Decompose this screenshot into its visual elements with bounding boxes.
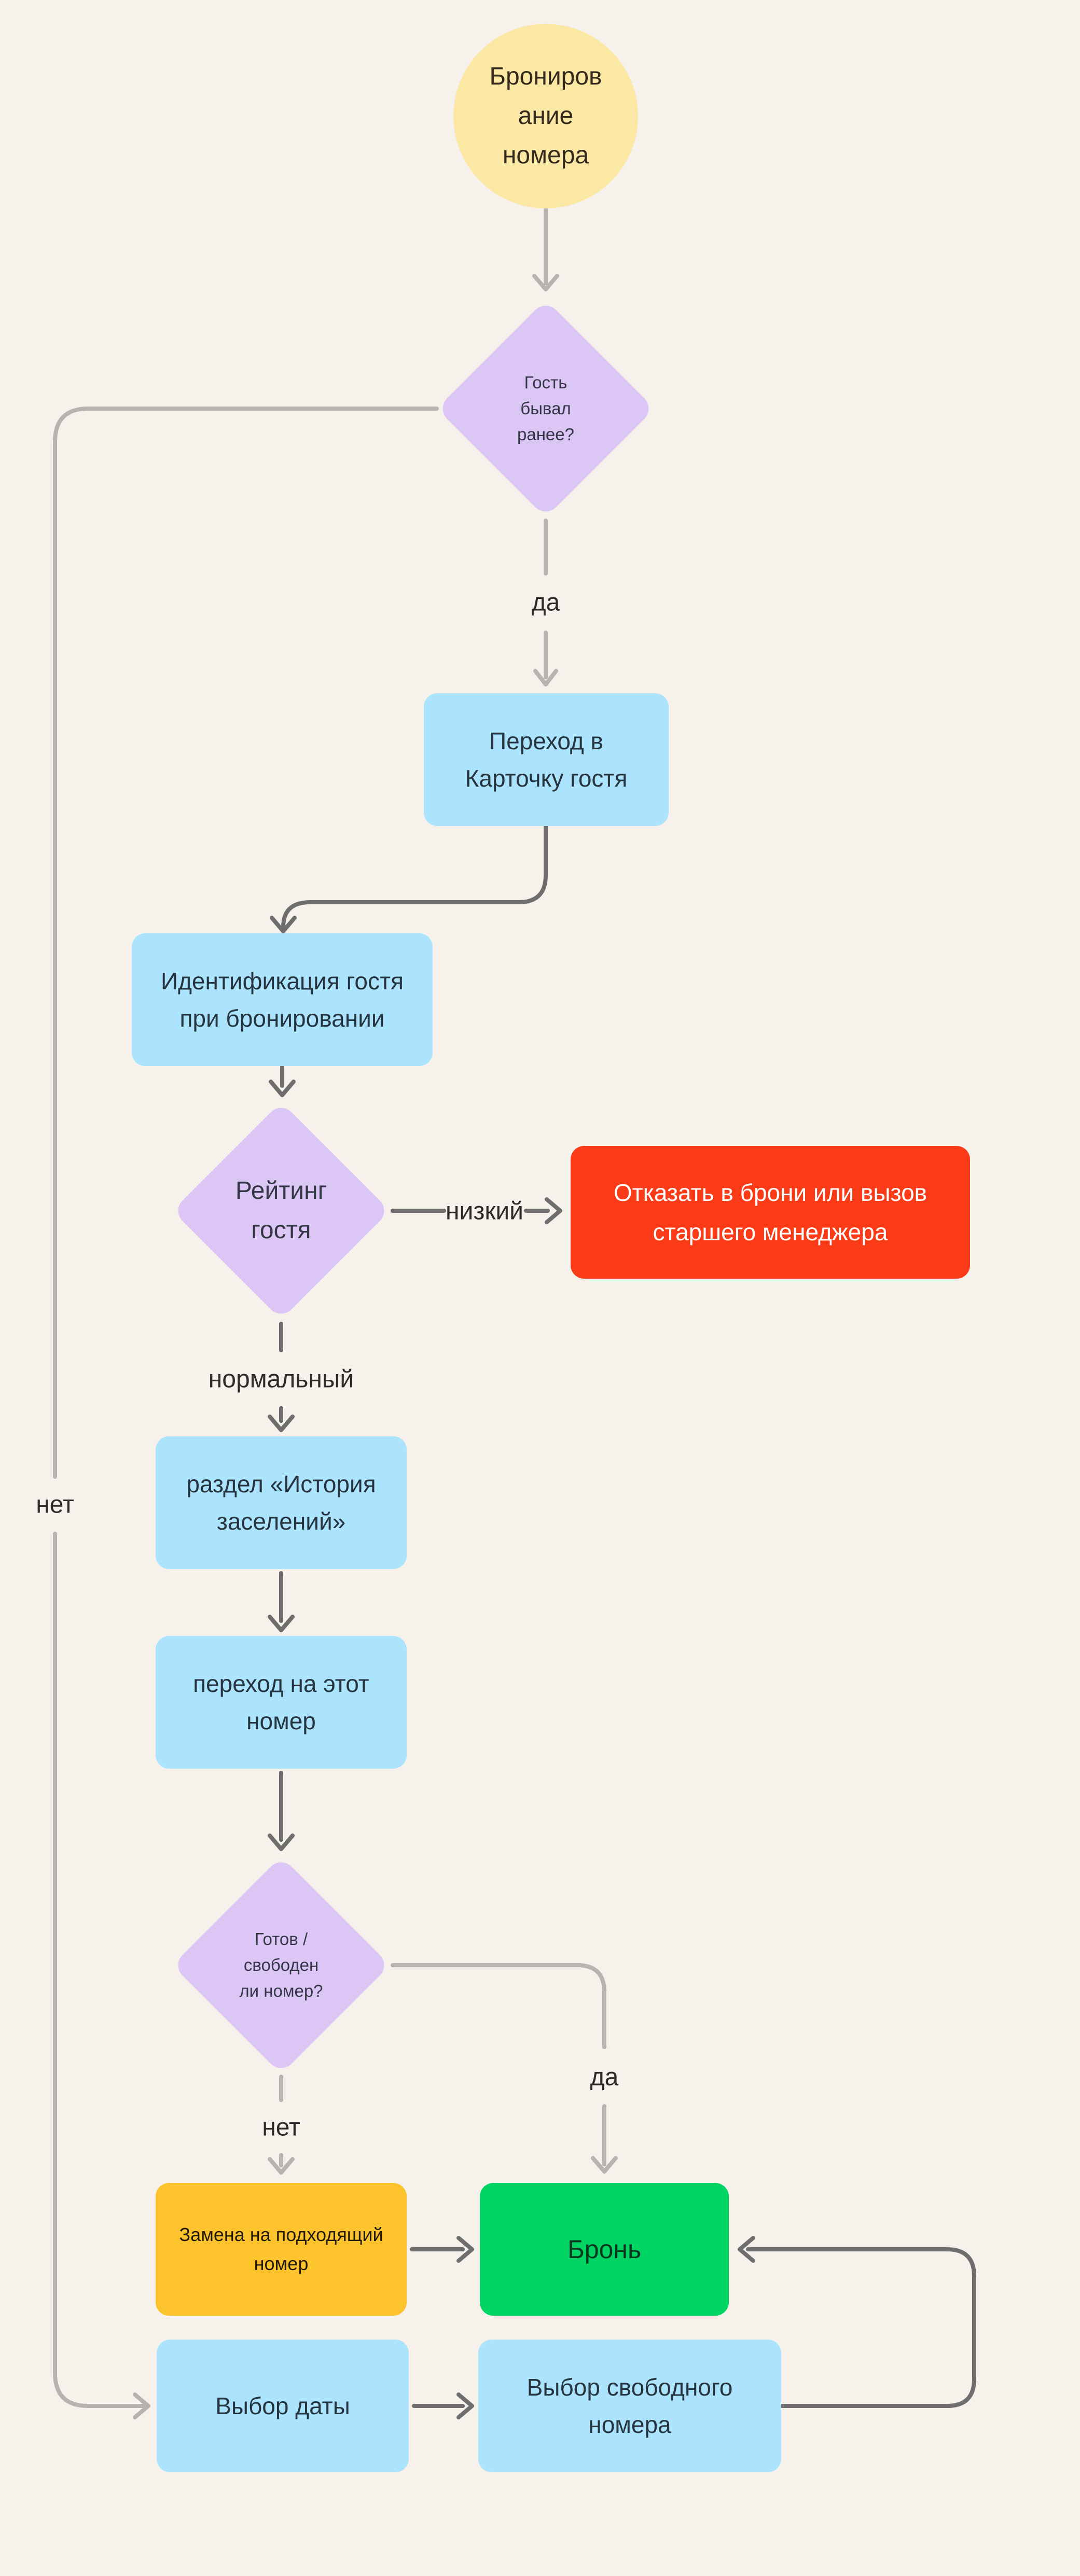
node-label: переход на этот номер [193,1670,369,1734]
node-label: Готов / свободен ли номер? [239,1929,323,2000]
arrowhead-down-icon [533,669,558,687]
process-free-room-selection[interactable]: Выбор свободного номера [478,2340,781,2472]
start-node[interactable]: Брониров ание номера [453,24,638,208]
node-label: Рейтинг гостя [235,1177,327,1244]
arrowhead-down-icon [268,1833,295,1851]
edge-no-branch-lower [53,1532,148,2408]
arrowhead-down-icon [270,916,297,933]
process-guest-identification[interactable]: Идентификация гостя при бронировании [132,933,433,1066]
process-replace-room[interactable]: Замена на подходящий номер [156,2183,407,2316]
node-label: Гость бывал ранее? [517,373,574,444]
edge-label-yes-2: да [590,2063,619,2091]
node-label: Отказать в брони или вызов старшего мене… [613,1179,927,1245]
arrowhead-down-icon [268,1615,295,1632]
node-label: Идентификация гостя при бронировании [161,968,404,1032]
process-date-selection[interactable]: Выбор даты [157,2340,409,2472]
node-label: раздел «История заселений» [186,1471,376,1535]
node-label: Брониров ание номера [489,63,602,169]
node-label: Выбор даты [215,2392,350,2419]
edge-label-no-1: нет [36,1491,74,1519]
node-label: Бронь [567,2235,642,2264]
edge-label-no-2: нет [262,2113,300,2141]
arrowhead-right-icon [456,2392,474,2419]
edge-label-low: низкий [446,1197,523,1225]
arrowhead-right-icon [133,2392,150,2419]
arrowhead-down-icon [532,274,559,291]
edge-label-normal: нормальный [208,1365,354,1393]
arrowhead-down-icon [591,2156,618,2174]
node-label: Выбор свободного номера [527,2374,733,2438]
edge-freeroom-to-booking [746,2247,976,2408]
decision-guest-rating[interactable]: Рейтинг гостя [172,1101,391,1320]
edge-label-yes-1: да [531,589,560,617]
process-booking[interactable]: Бронь [480,2183,729,2316]
arrowhead-down-icon [268,1415,295,1432]
edge-no-branch-upper [53,407,439,1479]
node-label: Замена на подходящий номер [179,2224,383,2274]
decision-guest-returning[interactable]: Гость бывал ранее? [436,299,655,518]
arrowhead-right-icon [545,1197,562,1224]
arrowhead-left-icon [738,2236,755,2263]
decision-room-available[interactable]: Готов / свободен ли номер? [172,1856,391,2075]
arrowhead-down-icon [269,1080,296,1097]
arrowhead-down-icon [268,2157,295,2175]
process-goto-room[interactable]: переход на этот номер [156,1636,407,1769]
arrowhead-right-icon [456,2236,474,2263]
process-refuse-or-escalate[interactable]: Отказать в брони или вызов старшего мене… [571,1146,970,1279]
node-label: Переход в Карточку гостя [465,727,628,792]
process-history-section[interactable]: раздел «История заселений» [156,1436,407,1569]
edge-card-to-identification [281,824,548,929]
edge-yes2 [391,1963,606,2166]
process-open-guest-card[interactable]: Переход в Карточку гостя [424,693,669,826]
